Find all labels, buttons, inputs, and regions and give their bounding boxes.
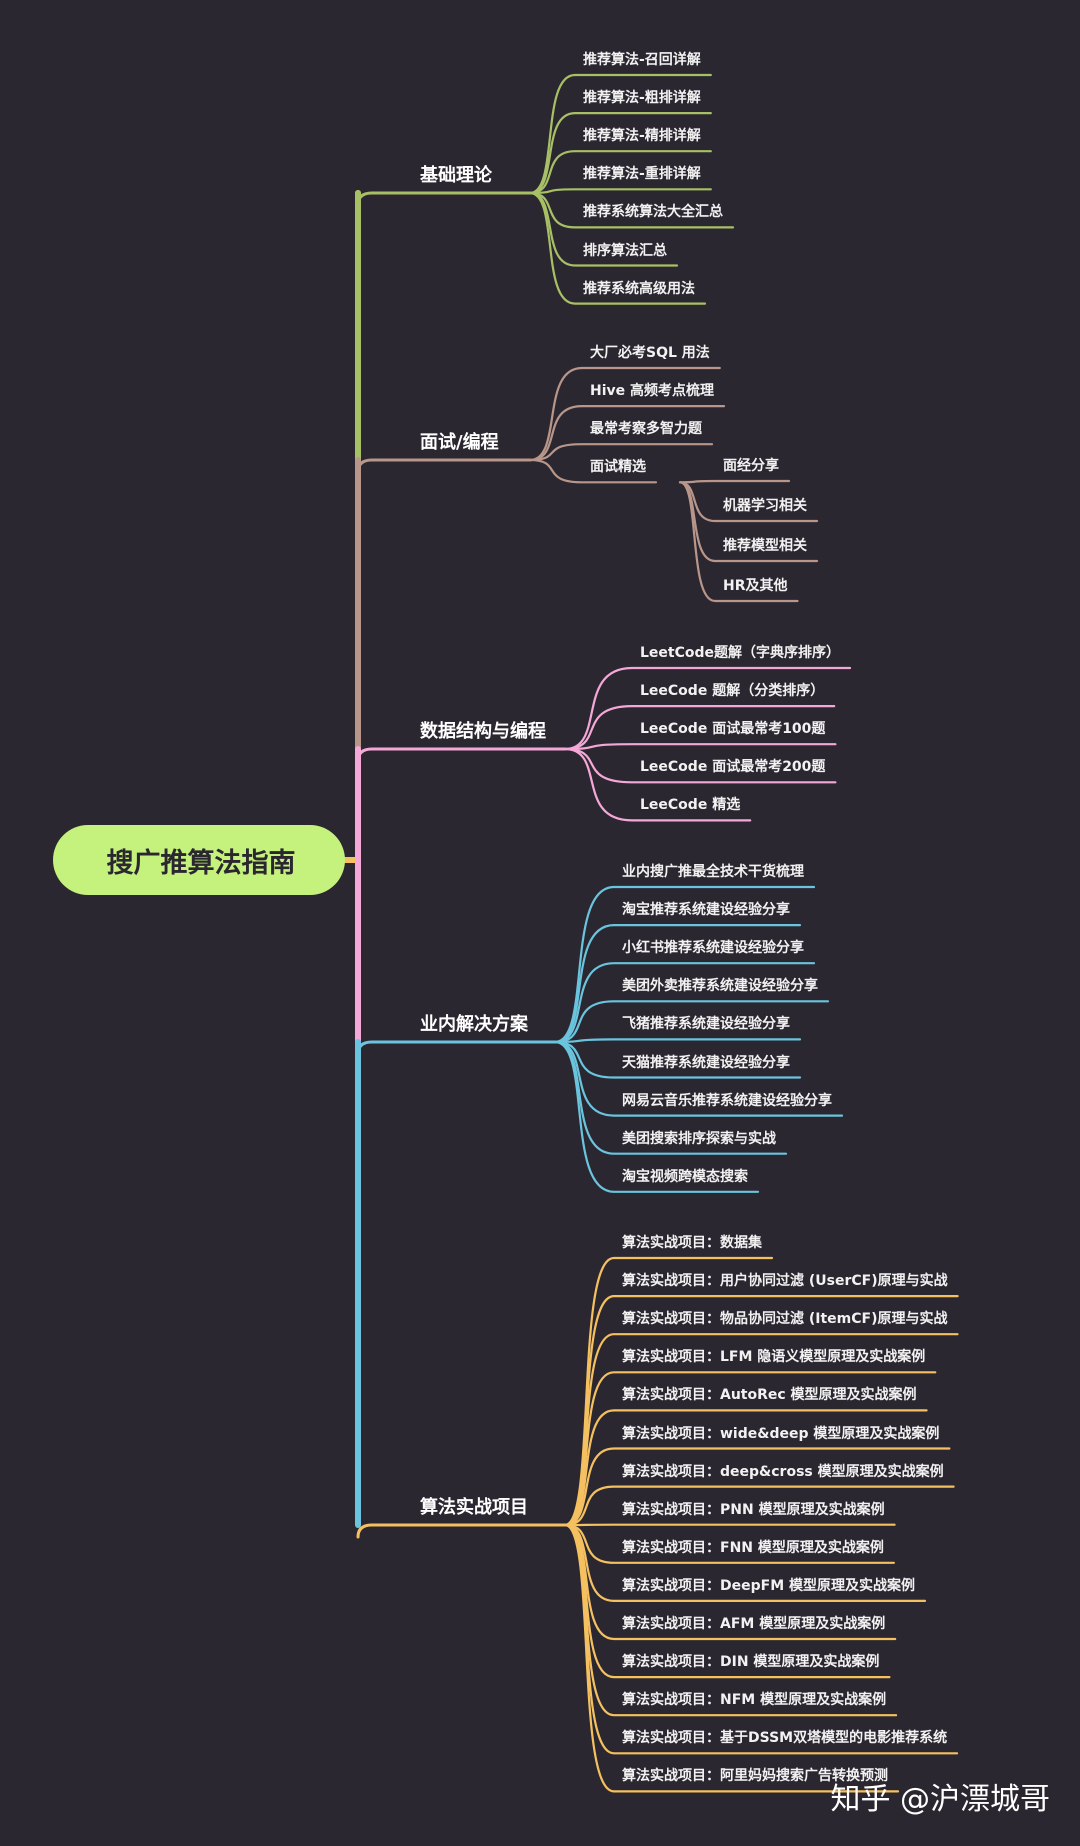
leaf-connector-industry-8: [553, 1040, 760, 1193]
leaf-connector-basics-3: [528, 188, 712, 195]
leaf-basics-2[interactable]: 推荐算法-精排详解: [583, 128, 701, 145]
leaf-ds-4[interactable]: LeeCode 精选: [640, 797, 741, 814]
leaf-ds-0[interactable]: LeetCode题解（字典序排序）: [640, 645, 841, 661]
subleaf-connector-3-3: [678, 481, 799, 603]
branch-underline-projects: [356, 1523, 567, 1539]
leaf-connector-interview-1: [528, 405, 726, 462]
leaf-interview-0[interactable]: 大厂必考SQL 用法: [590, 345, 710, 361]
branch-interview-connectors: [356, 366, 819, 603]
leaf-ds-2[interactable]: LeeCode 面试最常考100题: [640, 721, 826, 738]
leaf-projects-9[interactable]: 算法实战项目：DeepFM 模型原理及实战案例: [622, 1577, 916, 1594]
leaf-connector-ds-3: [563, 747, 837, 784]
leaf-projects-5[interactable]: 算法实战项目：wide&deep 模型原理及实战案例: [622, 1425, 940, 1442]
subleaf-interview-0[interactable]: 面经分享: [723, 458, 779, 474]
subleaf-interview-3[interactable]: HR及其他: [723, 578, 788, 594]
subleaf-connector-3-0: [678, 479, 791, 484]
leaf-projects-7[interactable]: 算法实战项目：PNN 模型原理及实战案例: [622, 1501, 885, 1518]
leaf-projects-6[interactable]: 算法实战项目：deep&cross 模型原理及实战案例: [622, 1463, 944, 1480]
branch-label-projects[interactable]: 算法实战项目: [420, 1497, 528, 1518]
branch-label-industry[interactable]: 业内解决方案: [420, 1014, 528, 1035]
leaf-projects-4[interactable]: 算法实战项目：AutoRec 模型原理及实战案例: [622, 1387, 917, 1404]
leaf-industry-2[interactable]: 小红书推荐系统建设经验分享: [622, 940, 804, 957]
leaf-connector-industry-2: [553, 962, 816, 1044]
leaf-projects-1[interactable]: 算法实战项目：用户协同过滤 (UserCF)原理与实战: [622, 1273, 948, 1290]
leaf-connector-ds-4: [563, 747, 752, 822]
leaf-connector-projects-14: [563, 1523, 900, 1793]
watermark: 知乎 @沪漂城哥: [830, 1782, 1050, 1817]
leaf-connector-industry-1: [553, 924, 802, 1044]
branch-label-interview[interactable]: 面试/编程: [420, 432, 499, 453]
leaf-connector-industry-4: [553, 1038, 802, 1044]
leaf-projects-0[interactable]: 算法实战项目：数据集: [622, 1235, 762, 1251]
leaf-basics-4[interactable]: 推荐系统算法大全汇总: [583, 204, 723, 221]
leaf-projects-13[interactable]: 算法实战项目：基于DSSM双塔模型的电影推荐系统: [622, 1730, 948, 1747]
leaf-basics-0[interactable]: 推荐算法-召回详解: [583, 52, 701, 68]
branch-ds-connectors: [356, 666, 852, 822]
leaf-basics-1[interactable]: 推荐算法-粗排详解: [583, 90, 701, 107]
leaf-connector-industry-7: [553, 1040, 788, 1155]
subleaf-interview-1[interactable]: 机器学习相关: [723, 498, 807, 514]
leaf-basics-3[interactable]: 推荐算法-重排详解: [583, 166, 701, 183]
leaf-interview-3[interactable]: 面试精选: [590, 459, 646, 476]
leaf-connector-industry-3: [553, 1000, 830, 1044]
branch-label-basics[interactable]: 基础理论: [420, 165, 492, 186]
leaf-connector-interview-3: [528, 458, 658, 484]
leaf-connector-interview-2: [528, 443, 714, 462]
root-node[interactable]: 搜广推算法指南: [53, 825, 345, 895]
leaf-connector-ds-2: [563, 743, 837, 751]
leaf-connector-industry-5: [553, 1040, 802, 1079]
branch-underline-interview: [356, 458, 532, 474]
leaf-projects-14[interactable]: 算法实战项目：阿里妈妈搜索广告转换预测: [622, 1768, 888, 1785]
leaf-connector-projects-4: [563, 1409, 928, 1527]
branch-underline-ds: [356, 747, 567, 763]
leaf-industry-5[interactable]: 天猫推荐系统建设经验分享: [622, 1054, 790, 1071]
branch-underline-basics: [356, 191, 532, 207]
leaf-interview-2[interactable]: 最常考察多智力题: [590, 421, 702, 438]
branch-underline-industry: [356, 1040, 557, 1056]
leaf-basics-6[interactable]: 推荐系统高级用法: [583, 280, 695, 297]
leaf-connector-basics-0: [528, 73, 712, 195]
leaf-industry-0[interactable]: 业内搜广推最全技术干货梳理: [622, 864, 804, 880]
leaf-industry-3[interactable]: 美团外卖推荐系统建设经验分享: [622, 978, 818, 995]
branch-industry-connectors: [356, 885, 844, 1193]
leaf-connector-projects-6: [563, 1485, 955, 1527]
leaf-ds-1[interactable]: LeeCode 题解（分类排序）: [640, 683, 825, 700]
leaf-projects-3[interactable]: 算法实战项目：LFM 隐语义模型原理及实战案例: [622, 1349, 926, 1366]
leaf-interview-1[interactable]: Hive 高频考点梳理: [590, 383, 715, 400]
subleaf-interview-2[interactable]: 推荐模型相关: [723, 538, 807, 554]
leaf-industry-8[interactable]: 淘宝视频跨模态搜索: [622, 1168, 748, 1185]
leaf-connector-projects-5: [563, 1447, 951, 1527]
leaf-ds-3[interactable]: LeeCode 面试最常考200题: [640, 759, 826, 776]
leaf-connector-industry-0: [553, 885, 816, 1044]
branch-basics-connectors: [356, 73, 735, 305]
leaf-connector-basics-1: [528, 112, 712, 195]
leaf-projects-11[interactable]: 算法实战项目：DIN 模型原理及实战案例: [622, 1654, 880, 1671]
leaf-projects-8[interactable]: 算法实战项目：FNN 模型原理及实战案例: [622, 1539, 884, 1556]
leaf-connector-ds-0: [563, 666, 852, 751]
branch-projects-connectors: [356, 1256, 959, 1793]
leaf-industry-1[interactable]: 淘宝推荐系统建设经验分享: [622, 902, 790, 919]
leaf-basics-5[interactable]: 排序算法汇总: [583, 242, 667, 259]
branch-label-ds[interactable]: 数据结构与编程: [420, 721, 546, 742]
leaf-connector-interview-0: [528, 366, 721, 462]
leaf-projects-10[interactable]: 算法实战项目：AFM 模型原理及实战案例: [622, 1616, 886, 1632]
leaf-connector-basics-2: [528, 150, 712, 195]
leaf-connector-basics-6: [528, 191, 707, 305]
leaf-projects-12[interactable]: 算法实战项目：NFM 模型原理及实战案例: [622, 1692, 887, 1709]
leaf-connector-ds-1: [563, 705, 836, 751]
leaf-industry-6[interactable]: 网易云音乐推荐系统建设经验分享: [622, 1092, 832, 1109]
leaf-industry-4[interactable]: 飞猪推荐系统建设经验分享: [622, 1016, 790, 1033]
leaf-projects-2[interactable]: 算法实战项目：物品协同过滤 (ItemCF)原理与实战: [622, 1311, 948, 1328]
leaf-industry-7[interactable]: 美团搜索排序探索与实战: [622, 1130, 776, 1147]
